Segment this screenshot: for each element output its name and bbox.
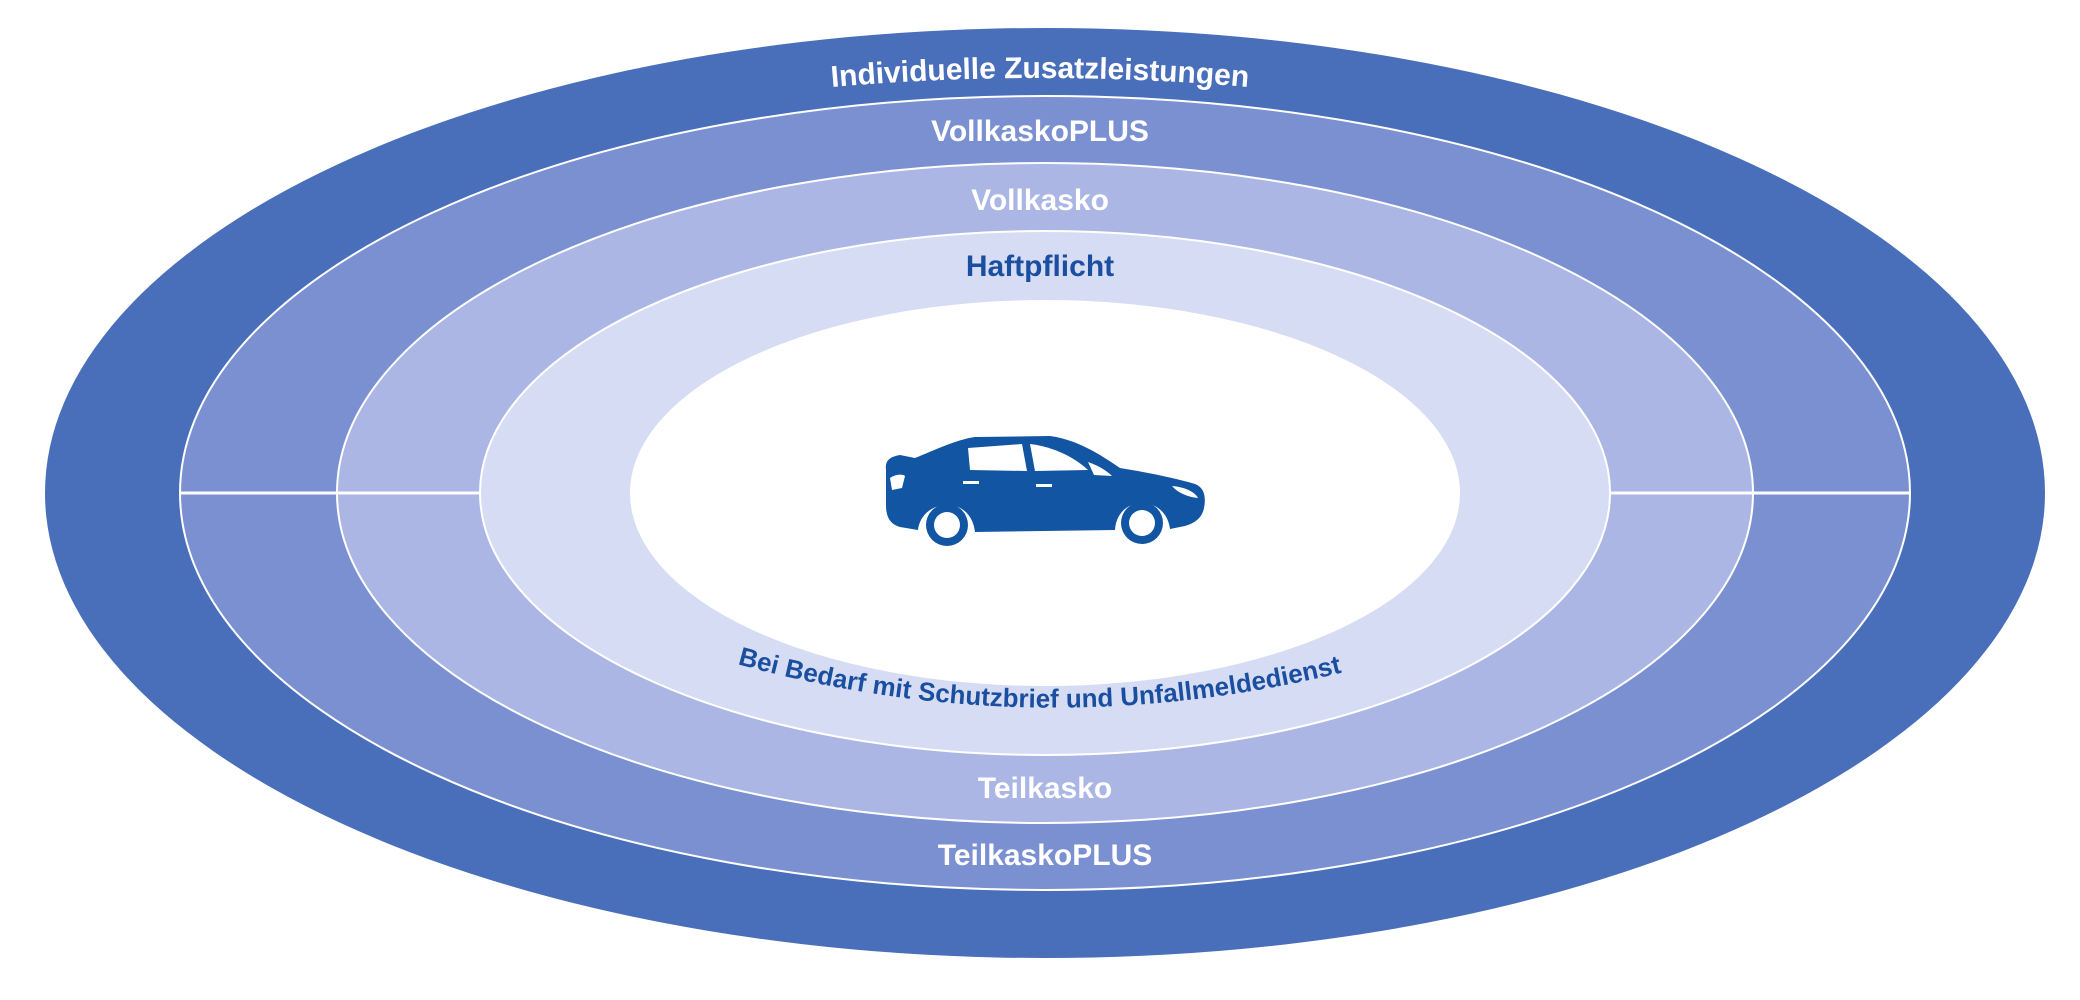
label-teilkaskoplus: TeilkaskoPLUS	[938, 839, 1153, 872]
label-haftpflicht: Haftpflicht	[966, 250, 1114, 283]
car-door-handle-rear	[1036, 484, 1052, 487]
car-headlight	[1172, 486, 1198, 498]
car-icon	[885, 436, 1205, 546]
label-vollkasko: Vollkasko	[971, 184, 1109, 217]
car-door-handle-front	[963, 481, 979, 484]
car-window-front	[968, 444, 1027, 471]
car-taillight	[890, 474, 905, 490]
car-hub-front	[1129, 510, 1155, 536]
label-teilkasko: Teilkasko	[978, 772, 1113, 805]
car-window-small	[1088, 462, 1112, 476]
label-vollkaskoplus: VollkaskoPLUS	[931, 115, 1149, 148]
car-window-rear	[1030, 444, 1088, 471]
car-hub-rear	[934, 512, 960, 538]
